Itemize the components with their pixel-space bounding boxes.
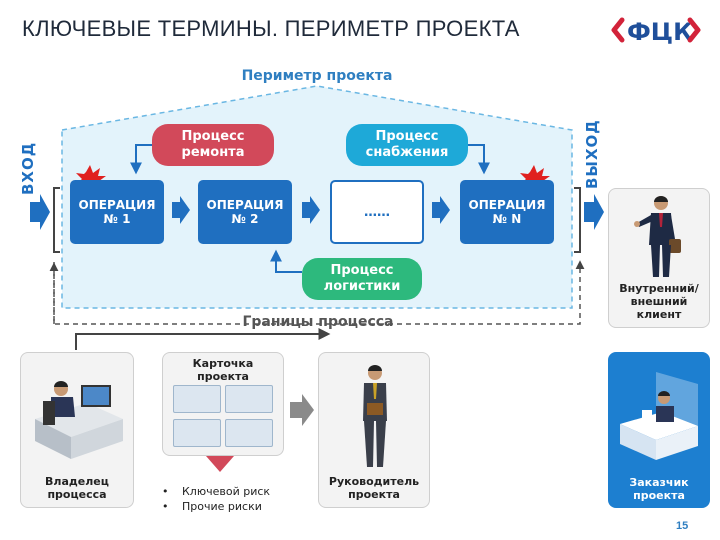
- company-logo: ФЦК: [608, 14, 704, 46]
- operation-number: № 2: [231, 212, 259, 226]
- operation-ellipsis: ……: [330, 180, 424, 244]
- operation-number: № 1: [103, 212, 131, 226]
- operation-2: ОПЕРАЦИЯ № 2: [198, 180, 292, 244]
- risk-item-other: Прочие риски: [160, 499, 270, 514]
- process-logistics: Процесс логистики: [302, 258, 422, 300]
- project-manager-card: Руководитель проекта: [318, 352, 430, 508]
- customer-label: Заказчик проекта: [629, 476, 689, 502]
- operation-label: ОПЕРАЦИЯ: [206, 198, 284, 212]
- process-repair: Процесс ремонта: [152, 124, 274, 166]
- process-owner-card: Владелец процесса: [20, 352, 134, 508]
- process-supply: Процесс снабжения: [346, 124, 468, 166]
- card-section: [225, 385, 273, 413]
- client-label: Внутренний/ внешний клиент: [619, 282, 699, 321]
- project-card: Карточка проекта: [162, 352, 284, 456]
- operation-label: ОПЕРАЦИЯ: [78, 198, 156, 212]
- perimeter-label: Периметр проекта: [241, 68, 393, 84]
- client-card: Внутренний/ внешний клиент: [608, 188, 710, 328]
- risk-list: Ключевой риск Прочие риски: [160, 484, 270, 514]
- operation-number: № N: [492, 212, 522, 226]
- page-number: 15: [676, 520, 689, 532]
- input-arrow: [30, 194, 50, 230]
- manager-icon: [363, 365, 387, 467]
- project-card-title: Карточка проекта: [192, 357, 254, 383]
- risk-item-key: Ключевой риск: [160, 484, 270, 499]
- businessman-icon: [634, 196, 681, 277]
- page-title: КЛЮЧЕВЫЕ ТЕРМИНЫ. ПЕРИМЕТР ПРОЕКТА: [22, 16, 520, 41]
- input-label: ВХОД: [19, 141, 37, 195]
- card-section: [173, 385, 221, 413]
- office-worker-icon: [35, 381, 123, 459]
- owner-label: Владелец процесса: [45, 475, 109, 501]
- card-section: [225, 419, 273, 447]
- operation-n: ОПЕРАЦИЯ № N: [460, 180, 554, 244]
- operation-label: ……: [364, 204, 390, 220]
- customer-card: Заказчик проекта: [608, 352, 710, 508]
- svg-text:ФЦК: ФЦК: [627, 18, 693, 46]
- output-arrow: [584, 194, 604, 230]
- operation-label: ОПЕРАЦИЯ: [468, 198, 546, 212]
- customer-desk-icon: [620, 372, 698, 460]
- operation-1: ОПЕРАЦИЯ № 1: [70, 180, 164, 244]
- boundary-label: Границы процесса: [242, 314, 394, 330]
- manager-label: Руководитель проекта: [328, 475, 420, 501]
- output-label: ВЫХОД: [583, 119, 601, 189]
- card-section: [173, 419, 221, 447]
